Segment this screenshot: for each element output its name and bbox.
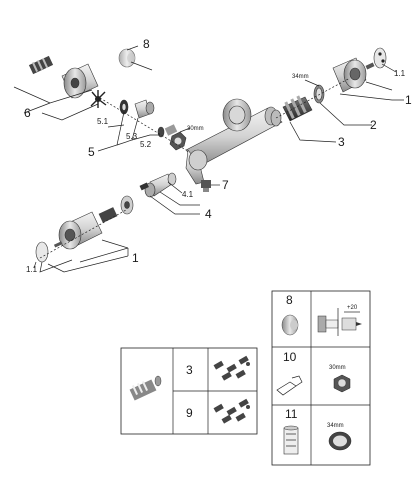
thermostat-cartridge — [270, 95, 313, 127]
callout-labels: 8 6 5.1 5.3 5.2 5 30mm 34mm 3 2 1 1.1 7 … — [24, 37, 412, 274]
left-cartridge — [98, 195, 134, 223]
accessory-row-11-number: 11 — [285, 407, 298, 421]
callout-7: 7 — [222, 178, 229, 192]
spare-cartridge-table: 3 9 — [120, 347, 258, 435]
callout-1-1-right: 1.1 — [394, 69, 406, 78]
dim-34mm-label: 34mm — [292, 74, 309, 80]
callout-6: 6 — [24, 106, 31, 120]
screw-set-icon-row3 — [213, 355, 250, 381]
cap-8 — [118, 48, 136, 68]
callout-1-1-left: 1.1 — [26, 265, 38, 274]
upper-left-knob — [28, 55, 99, 99]
extension-install-diagram: +20 — [317, 305, 362, 336]
left-handle — [35, 195, 134, 263]
spline-disc — [90, 90, 107, 108]
callout-5-2: 5.2 — [140, 140, 152, 149]
nut-30mm-table-label: 30mm — [329, 365, 346, 371]
extension-dim-label: +20 — [347, 305, 358, 311]
callout-1-left: 1 — [132, 251, 139, 265]
cap-thumbnail — [281, 314, 299, 336]
nut-30mm — [169, 131, 187, 151]
cartridge-sleeve-icon — [283, 425, 299, 455]
elbow-connector — [139, 172, 177, 198]
ring-34mm-icon — [328, 431, 352, 451]
callout-1-right: 1 — [405, 93, 412, 107]
upper-left-spindle — [28, 55, 54, 75]
accessory-row-10-number: 10 — [283, 350, 297, 364]
callout-5: 5 — [88, 145, 95, 159]
table-row-9-number: 9 — [186, 406, 193, 420]
callout-3: 3 — [338, 135, 345, 149]
plug-7 — [201, 180, 211, 192]
thermostat-body — [185, 98, 283, 185]
callout-2: 2 — [370, 118, 377, 132]
parts-5 — [119, 99, 178, 138]
callout-5-3: 5.3 — [126, 132, 138, 141]
callout-4-1: 4.1 — [182, 190, 194, 199]
ring-34mm-table-label: 34mm — [327, 423, 344, 429]
callout-4: 4 — [205, 207, 212, 221]
leader-lines — [13, 45, 404, 273]
accessory-row-8-number: 8 — [286, 293, 293, 307]
callout-5-1: 5.1 — [97, 117, 109, 126]
right-handle — [332, 47, 387, 93]
accessory-table: 8 +20 10 30mm 11 — [271, 290, 371, 466]
callout-8: 8 — [143, 37, 150, 51]
screw-set-icon-row9 — [213, 398, 250, 424]
nut-30mm-icon — [333, 374, 351, 393]
cartridge-thumbnail — [129, 375, 162, 401]
wrench-icon — [276, 375, 303, 396]
table-row-3-number: 3 — [186, 363, 193, 377]
dim-30mm-label: 30mm — [187, 126, 204, 132]
ring-34mm — [313, 84, 325, 104]
